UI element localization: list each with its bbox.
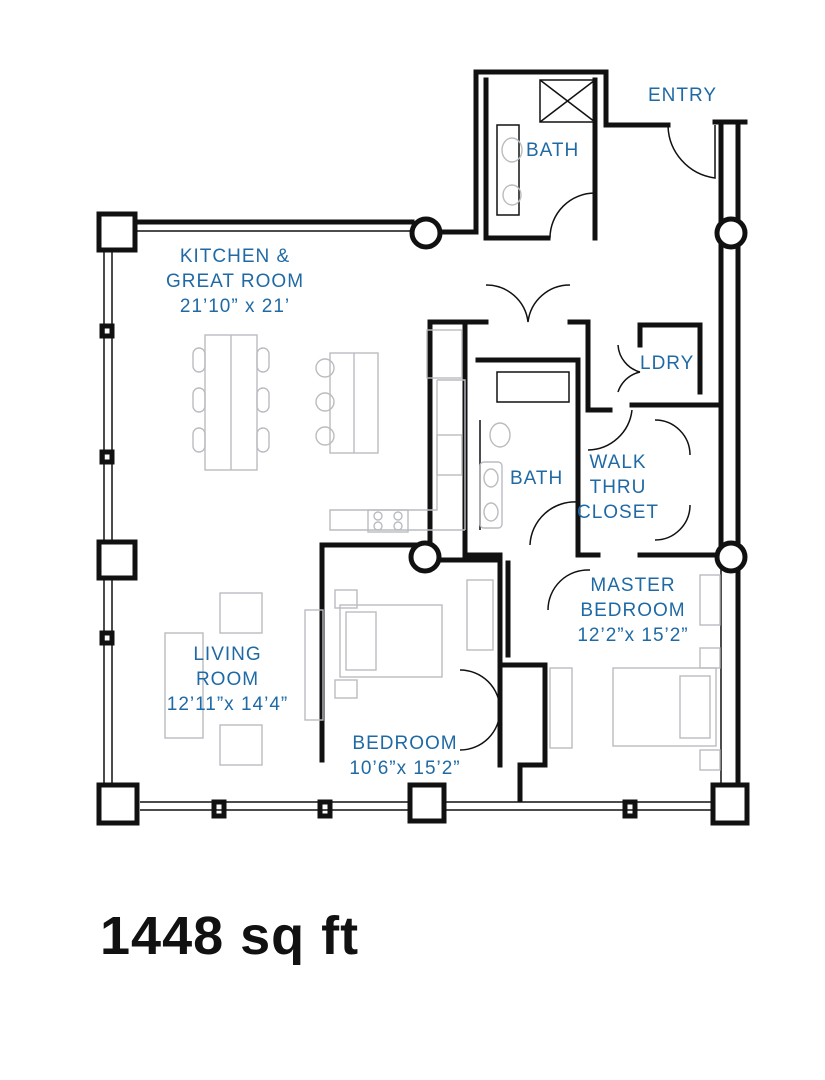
- floor-plan: [96, 69, 750, 826]
- bedroom-label: BEDROOM 10’6”x 15’2”: [340, 731, 470, 781]
- living-size: 12’11”x 14’4”: [166, 694, 289, 715]
- bath-mid-label: BATH: [510, 468, 564, 489]
- doors: [459, 124, 716, 751]
- bedroom-name: BEDROOM: [352, 733, 458, 754]
- columns: [96, 211, 750, 826]
- kitchen-name-1: KITCHEN &: [179, 246, 291, 267]
- entry-label: ENTRY: [648, 85, 718, 106]
- kitchen-name-2: GREAT ROOM: [165, 271, 305, 292]
- closet-line-3: CLOSET: [576, 502, 660, 523]
- kitchen-size: 21’10” x 21’: [179, 296, 291, 317]
- living-line-2: ROOM: [195, 669, 260, 690]
- total-area: 1448 sq ft: [100, 906, 360, 966]
- walls: [132, 69, 748, 803]
- closet-label: WALK THRU CLOSET: [573, 450, 663, 525]
- laundry-label: LDRY: [640, 353, 695, 374]
- closet-line-1: WALK: [589, 452, 647, 473]
- living-label: LIVING ROOM 12’11”x 14’4”: [150, 642, 305, 717]
- kitchen-label: KITCHEN & GREAT ROOM 21’10” x 21’: [140, 244, 330, 319]
- closet-line-2: THRU: [589, 477, 647, 498]
- bath-top-label: BATH: [526, 140, 580, 161]
- furniture: [164, 137, 721, 771]
- master-line-2: BEDROOM: [580, 600, 686, 621]
- bedroom-size: 10’6”x 15’2”: [349, 758, 461, 779]
- master-size: 12’2”x 15’2”: [577, 625, 689, 646]
- master-label: MASTER BEDROOM 12’2”x 15’2”: [568, 573, 698, 648]
- master-line-1: MASTER: [590, 575, 676, 596]
- living-line-1: LIVING: [193, 644, 262, 665]
